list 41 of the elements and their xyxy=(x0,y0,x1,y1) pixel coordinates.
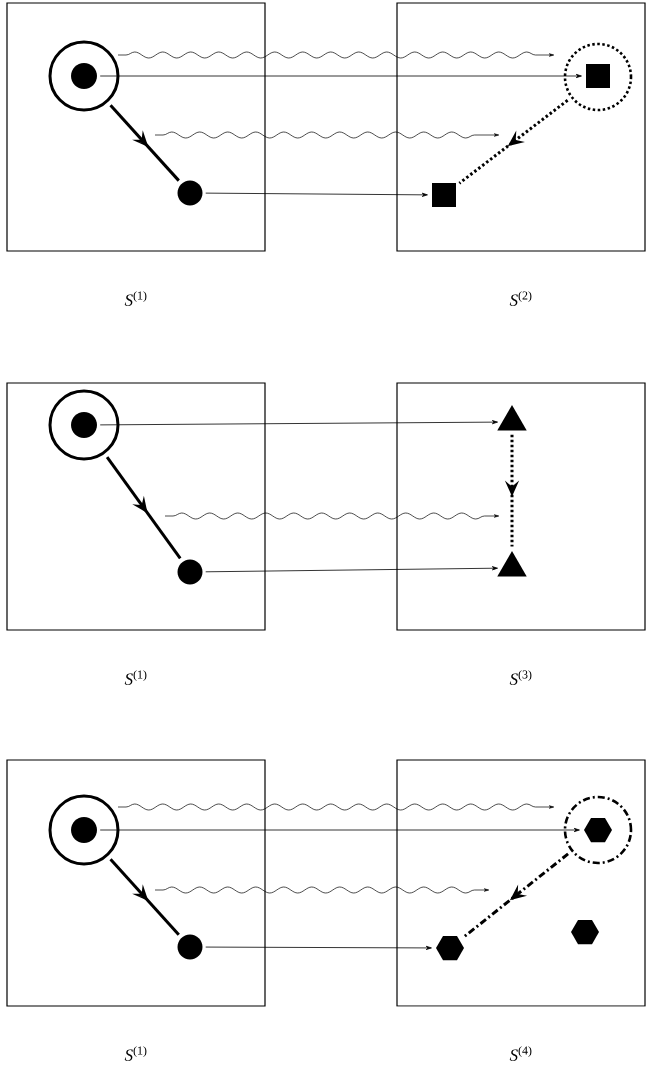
frame-box: S$^{(1)}$ xyxy=(6,759,266,1061)
hexagon xyxy=(571,919,599,945)
dot xyxy=(71,63,97,89)
node-label: S$^{(2)}$ xyxy=(509,291,532,306)
dot xyxy=(177,180,203,206)
square xyxy=(432,183,456,207)
ring xyxy=(48,794,120,866)
hexagon xyxy=(436,935,464,961)
frame-box: S$^{(2)}$ xyxy=(396,2,646,306)
hexagon xyxy=(584,817,612,843)
frame-box: S$^{(3)}$ xyxy=(396,382,646,685)
arrow xyxy=(99,73,582,79)
frame-box: S$^{(1)}$ xyxy=(6,2,266,306)
node-label: S$^{(1)}$ xyxy=(124,291,147,306)
frame-box: S$^{(1)}$ xyxy=(6,382,266,685)
square xyxy=(586,64,610,88)
ring xyxy=(48,389,120,461)
node-label: S$^{(1)}$ xyxy=(124,670,147,685)
arrow xyxy=(109,858,180,936)
arrow xyxy=(458,99,569,185)
arrow xyxy=(109,104,180,182)
arrow xyxy=(205,566,498,573)
frame-box: S$^{(4)}$ xyxy=(396,759,646,1061)
arrow xyxy=(99,420,498,426)
ring xyxy=(48,40,120,112)
arrow xyxy=(205,192,428,197)
arrow xyxy=(205,945,432,950)
triangle xyxy=(497,405,527,431)
arrow xyxy=(99,827,580,833)
dot xyxy=(71,817,97,843)
node-label: S$^{(1)}$ xyxy=(124,1046,147,1061)
arrow xyxy=(461,852,569,939)
dot xyxy=(177,559,203,585)
node-label: S$^{(4)}$ xyxy=(509,1046,532,1061)
ring xyxy=(563,42,633,112)
arrow xyxy=(105,456,182,560)
ring xyxy=(563,795,633,865)
triangle xyxy=(497,551,527,577)
dot xyxy=(177,934,203,960)
node-label: S$^{(3)}$ xyxy=(509,670,532,685)
dot xyxy=(71,412,97,438)
